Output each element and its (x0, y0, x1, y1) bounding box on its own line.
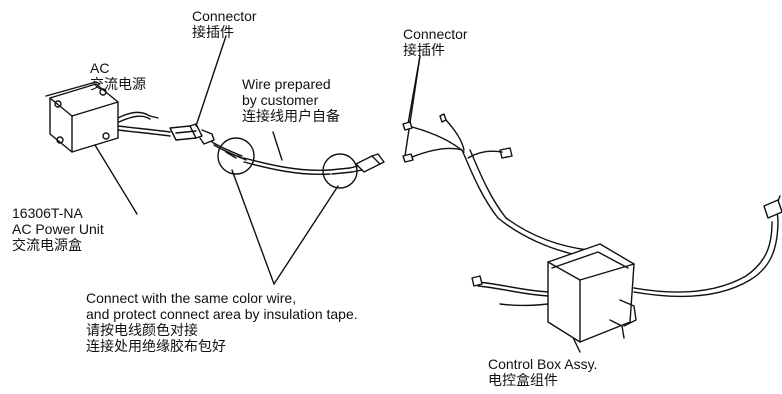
control-box-drawing (547, 243, 637, 343)
ac-source-label: AC 交流电源 (90, 60, 146, 92)
control-box-label: Control Box Assy. 电控盒组件 (488, 356, 597, 388)
wire-prepared-zh: 连接线用户自备 (242, 108, 340, 124)
power-unit-en: AC Power Unit (12, 221, 104, 237)
power-unit-zh: 交流电源盒 (12, 237, 82, 253)
connector-left-en: Connector (192, 8, 257, 24)
wire-prepared-line2: by customer (242, 92, 319, 108)
connector-right-zh: 接插件 (403, 42, 445, 58)
connector-left-drawing (169, 123, 245, 160)
power-unit-label: 16306T-NA AC Power Unit 交流电源盒 (12, 205, 104, 253)
power-unit-model: 16306T-NA (12, 205, 83, 221)
connector-left-label: Connector 接插件 (192, 8, 257, 40)
ac-source-zh: 交流电源 (90, 76, 146, 92)
joint-circle-right (322, 153, 358, 189)
control-box-zh: 电控盒组件 (488, 372, 558, 388)
instructions-line4: 连接处用绝缘胶布包好 (86, 338, 226, 354)
ac-source-en: AC (90, 60, 110, 76)
instructions-label: Connect with the same color wire, and pr… (86, 290, 358, 354)
connector-left-zh: 接插件 (192, 24, 234, 40)
wire-prepared-line1: Wire prepared (242, 76, 331, 92)
wire-prepared-label: Wire prepared by customer 连接线用户自备 (242, 76, 340, 124)
instructions-line3: 请按电线颜色对接 (86, 322, 198, 338)
connector-right-label: Connector 接插件 (403, 26, 468, 58)
control-box-en: Control Box Assy. (488, 356, 598, 372)
joint-circle-left (217, 137, 255, 175)
connector-right-plug (349, 153, 385, 173)
harness-upper (402, 113, 513, 219)
ac-power-unit-drawing (45, 81, 171, 153)
connector-right-en: Connector (403, 26, 468, 42)
instructions-line2: and protect connect area by insulation t… (86, 306, 358, 322)
instructions-line1: Connect with the same color wire, (86, 290, 297, 306)
